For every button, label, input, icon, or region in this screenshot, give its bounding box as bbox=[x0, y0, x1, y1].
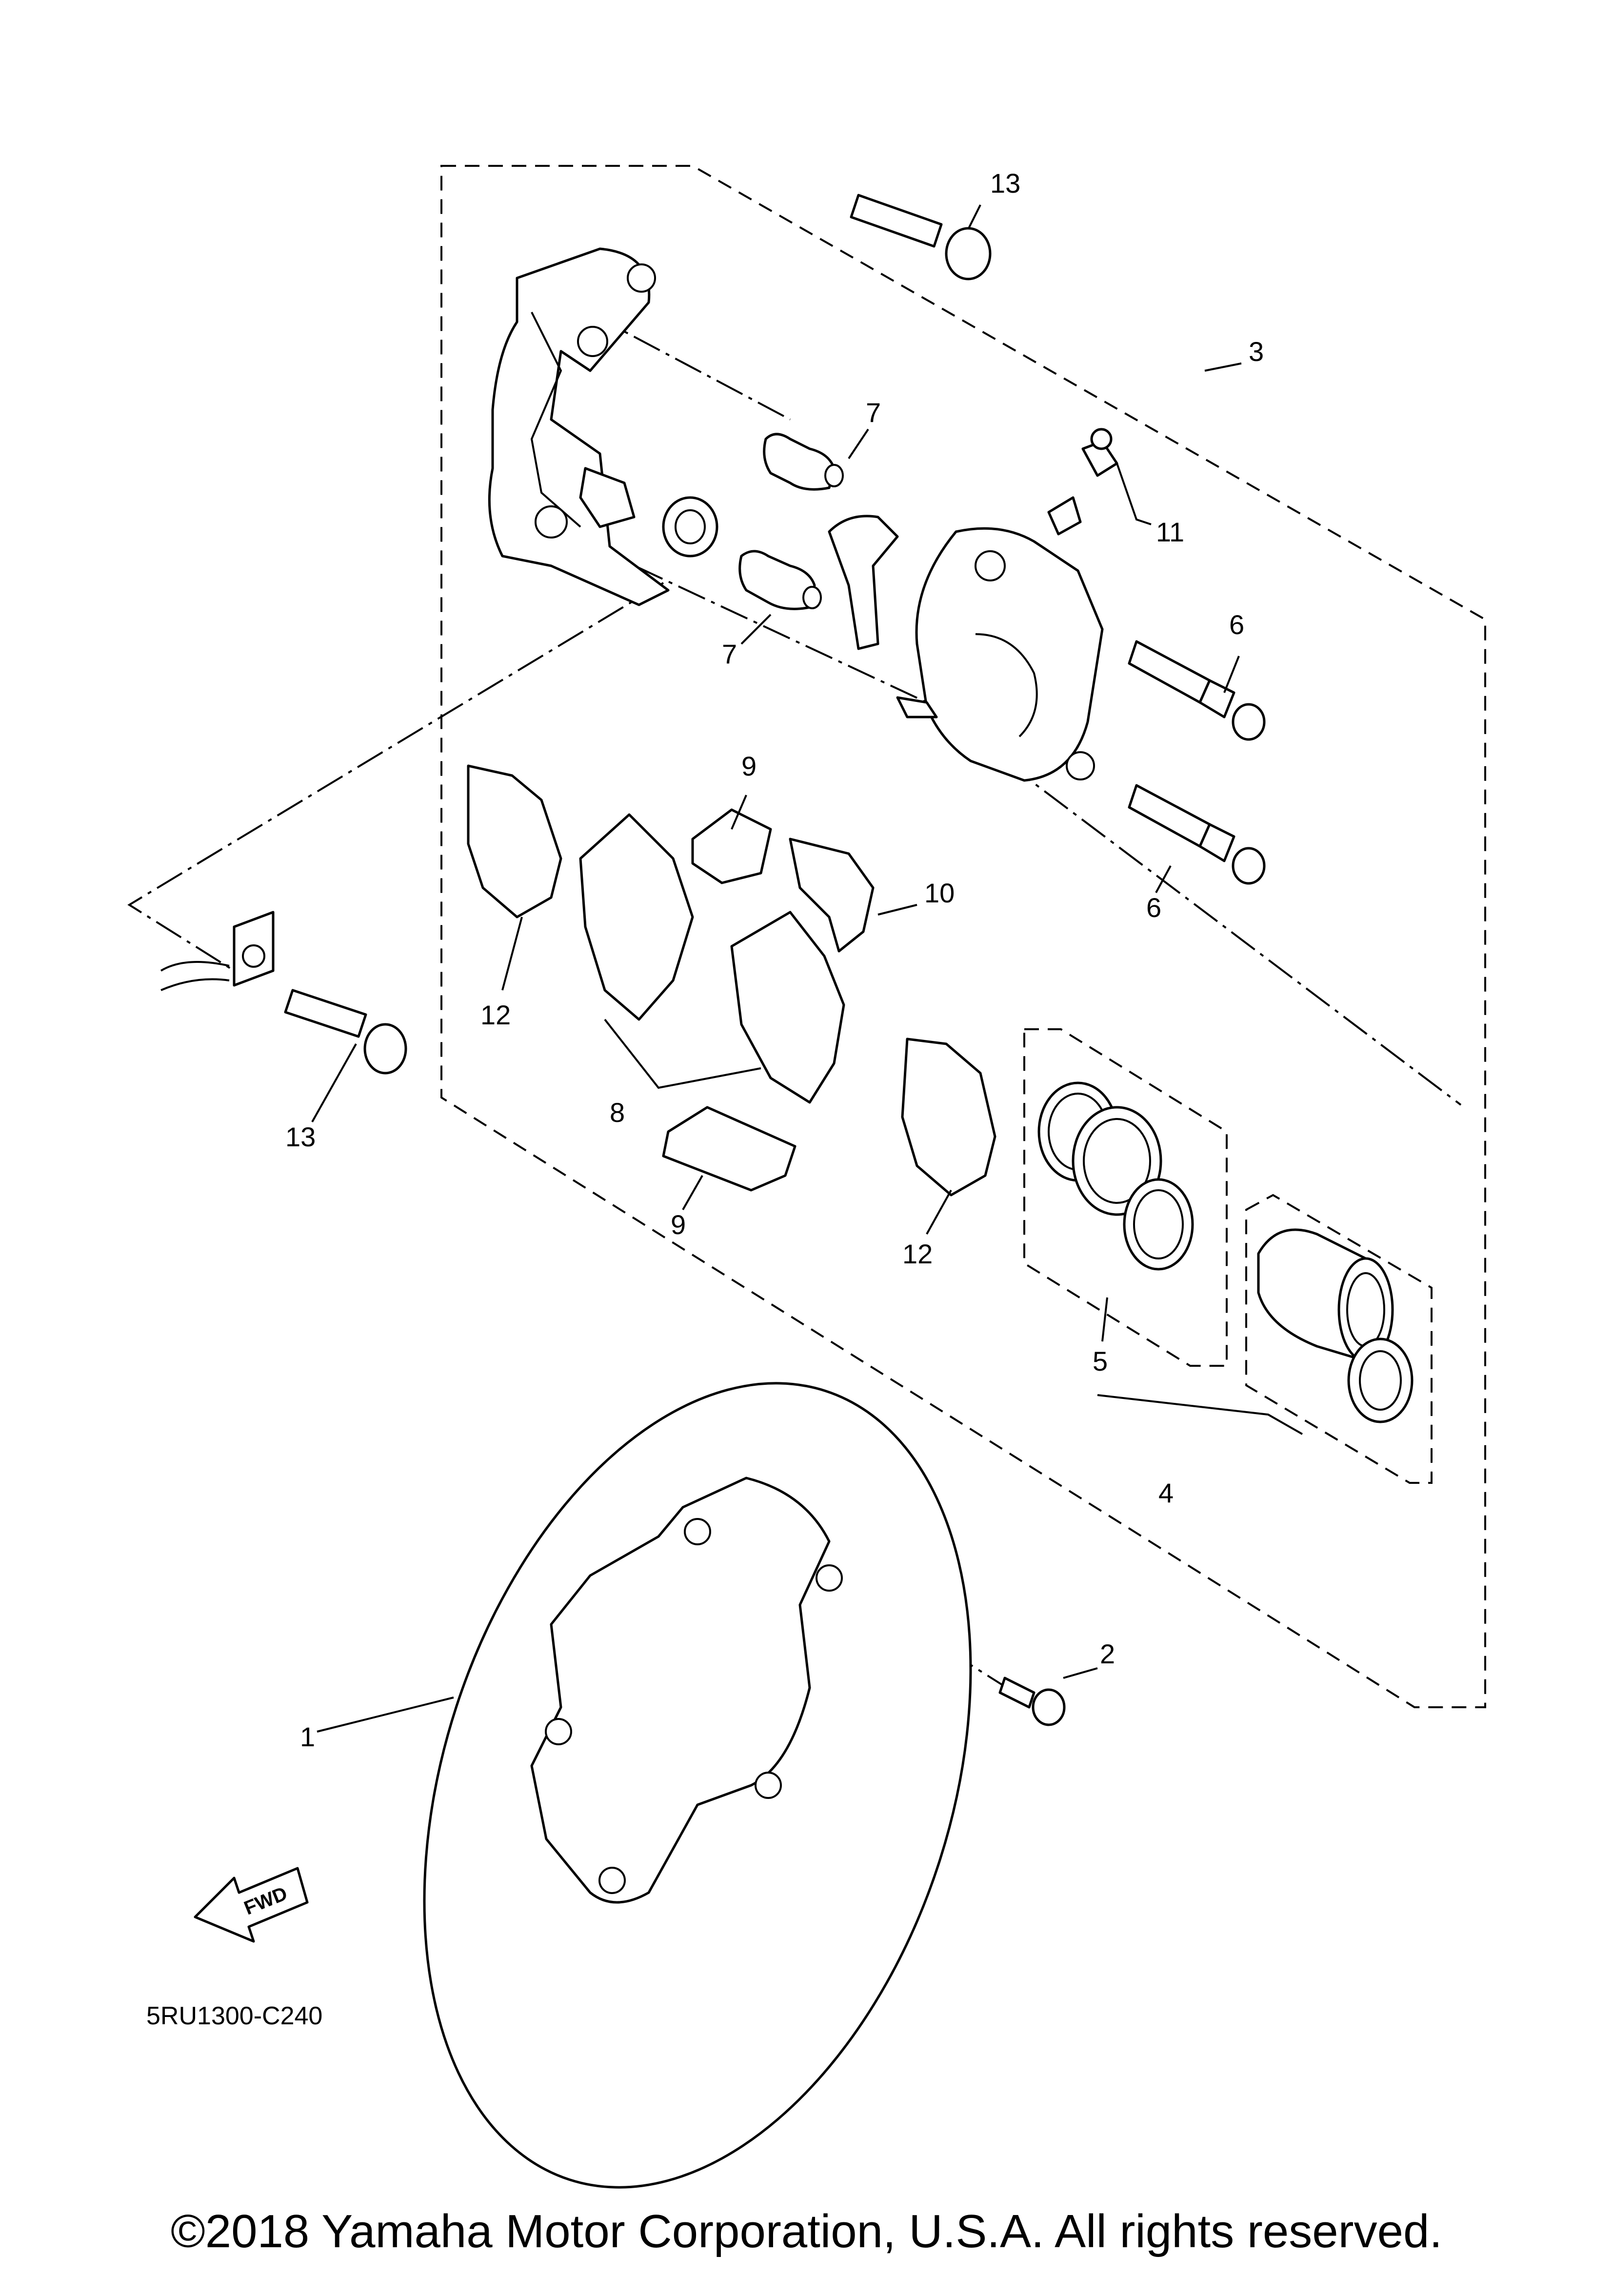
drawing-code: 5RU1300-C240 bbox=[146, 2002, 322, 2030]
piston-seals bbox=[1037, 1081, 1194, 1271]
fwd-arrow-icon: FWD bbox=[194, 1867, 309, 1943]
callout-11: 11 bbox=[1156, 517, 1184, 547]
piston-kit-boundary bbox=[1245, 1194, 1433, 1484]
caliper-assembly-boundary bbox=[440, 165, 1486, 1708]
pad-spring-upper bbox=[691, 808, 772, 884]
callout-6-upper: 6 bbox=[1229, 609, 1244, 640]
boot-upper bbox=[763, 433, 844, 491]
callout-3: 3 bbox=[1249, 336, 1264, 367]
center-line-pin bbox=[127, 582, 664, 972]
disc-bolt bbox=[998, 1677, 1066, 1726]
callout-6-lower: 6 bbox=[1146, 892, 1161, 923]
callout-13-upper: 13 bbox=[990, 168, 1020, 199]
callout-7-upper: 7 bbox=[866, 397, 881, 428]
boot-lower bbox=[738, 550, 822, 610]
callout-8: 8 bbox=[610, 1097, 625, 1128]
pin-bolt-upper bbox=[1128, 640, 1266, 741]
callout-13-lower: 13 bbox=[285, 1121, 316, 1152]
callout-12-left: 12 bbox=[480, 999, 511, 1030]
callout-12-right: 12 bbox=[902, 1238, 933, 1269]
caliper-body bbox=[828, 515, 1104, 782]
pin-bolt-lower bbox=[1128, 784, 1266, 885]
copyright-notice: ©2018 Yamaha Motor Corporation, U.S.A. A… bbox=[170, 2205, 1443, 2257]
pad-spring-lower bbox=[662, 1106, 797, 1192]
callout-9-lower: 9 bbox=[671, 1209, 686, 1240]
bleed-screw bbox=[1047, 428, 1118, 536]
callout-7-lower: 7 bbox=[722, 639, 737, 669]
pistons bbox=[1257, 1228, 1414, 1423]
bracket-bolt-lower bbox=[284, 989, 407, 1075]
pad-shim-left bbox=[467, 764, 562, 918]
callout-4: 4 bbox=[1158, 1477, 1174, 1508]
pad-support bbox=[789, 838, 875, 953]
leader-lines bbox=[311, 204, 1303, 1733]
callout-2: 2 bbox=[1100, 1638, 1115, 1669]
brake-disc bbox=[423, 1382, 972, 2189]
pad-pin-clip bbox=[160, 911, 275, 991]
callout-9-upper: 9 bbox=[741, 751, 757, 781]
callout-5: 5 bbox=[1093, 1346, 1108, 1377]
brake-pad-outer bbox=[579, 813, 694, 1021]
callout-1: 1 bbox=[300, 1721, 315, 1752]
seal-kit-boundary bbox=[1023, 1028, 1228, 1367]
brake-pad-inner bbox=[730, 911, 845, 1104]
callout-10: 10 bbox=[924, 878, 955, 908]
bracket-bolt-upper bbox=[850, 194, 992, 280]
caliper-bracket bbox=[488, 247, 718, 606]
pad-shim-right bbox=[901, 1038, 996, 1197]
